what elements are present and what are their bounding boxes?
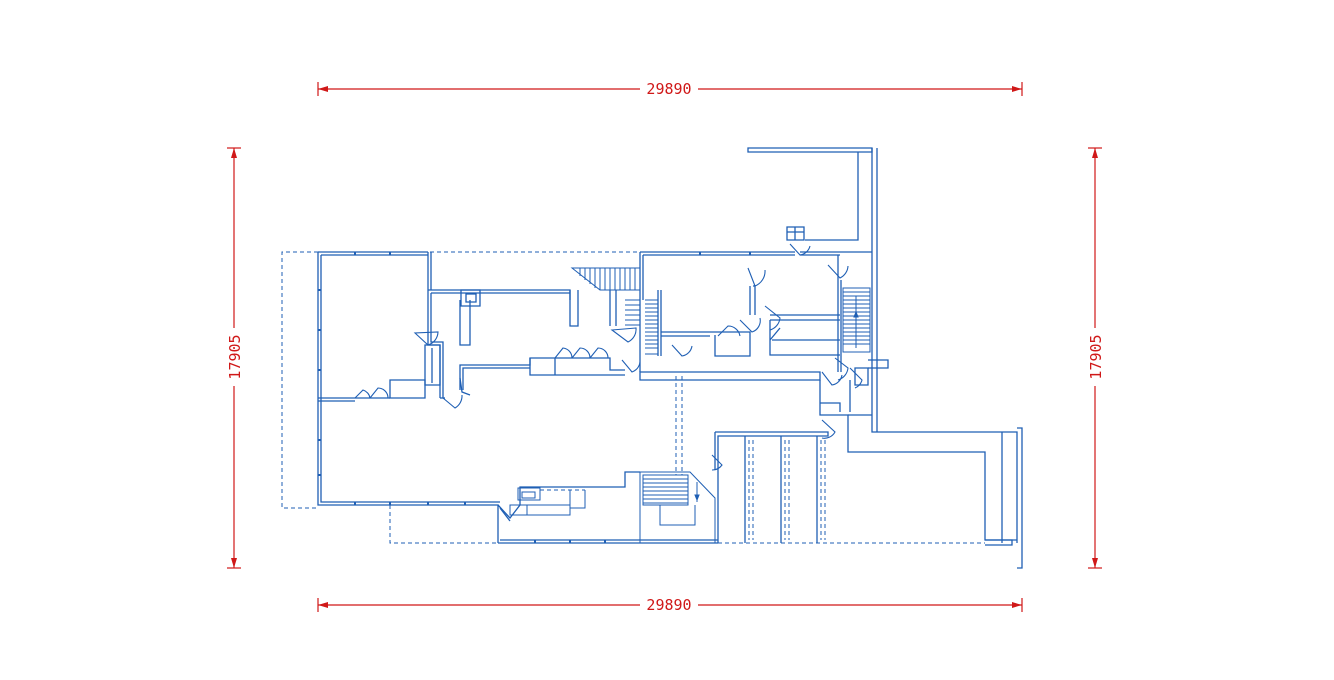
- dimension-left: [227, 147, 241, 569]
- left-wing-walls: [317, 251, 640, 543]
- lower-stair: [625, 471, 716, 544]
- fixtures: [509, 487, 586, 516]
- dimension-top: [317, 82, 1023, 96]
- dimension-right: [1088, 147, 1102, 569]
- dimension-left-label: 17905: [226, 334, 244, 379]
- right-stair: [842, 287, 871, 353]
- dimension-top-label: 29890: [646, 80, 691, 98]
- lower-right-block: [498, 359, 1023, 569]
- floor-plan: [281, 147, 1023, 569]
- column-marks: [318, 252, 751, 543]
- dimension-bottom: [317, 598, 1023, 612]
- upper-central-stair: [570, 267, 659, 355]
- doors: [354, 243, 863, 471]
- dimension-bottom-label: 29890: [646, 596, 691, 614]
- dimension-right-label: 17905: [1087, 334, 1105, 379]
- dashed-outline: [281, 251, 985, 544]
